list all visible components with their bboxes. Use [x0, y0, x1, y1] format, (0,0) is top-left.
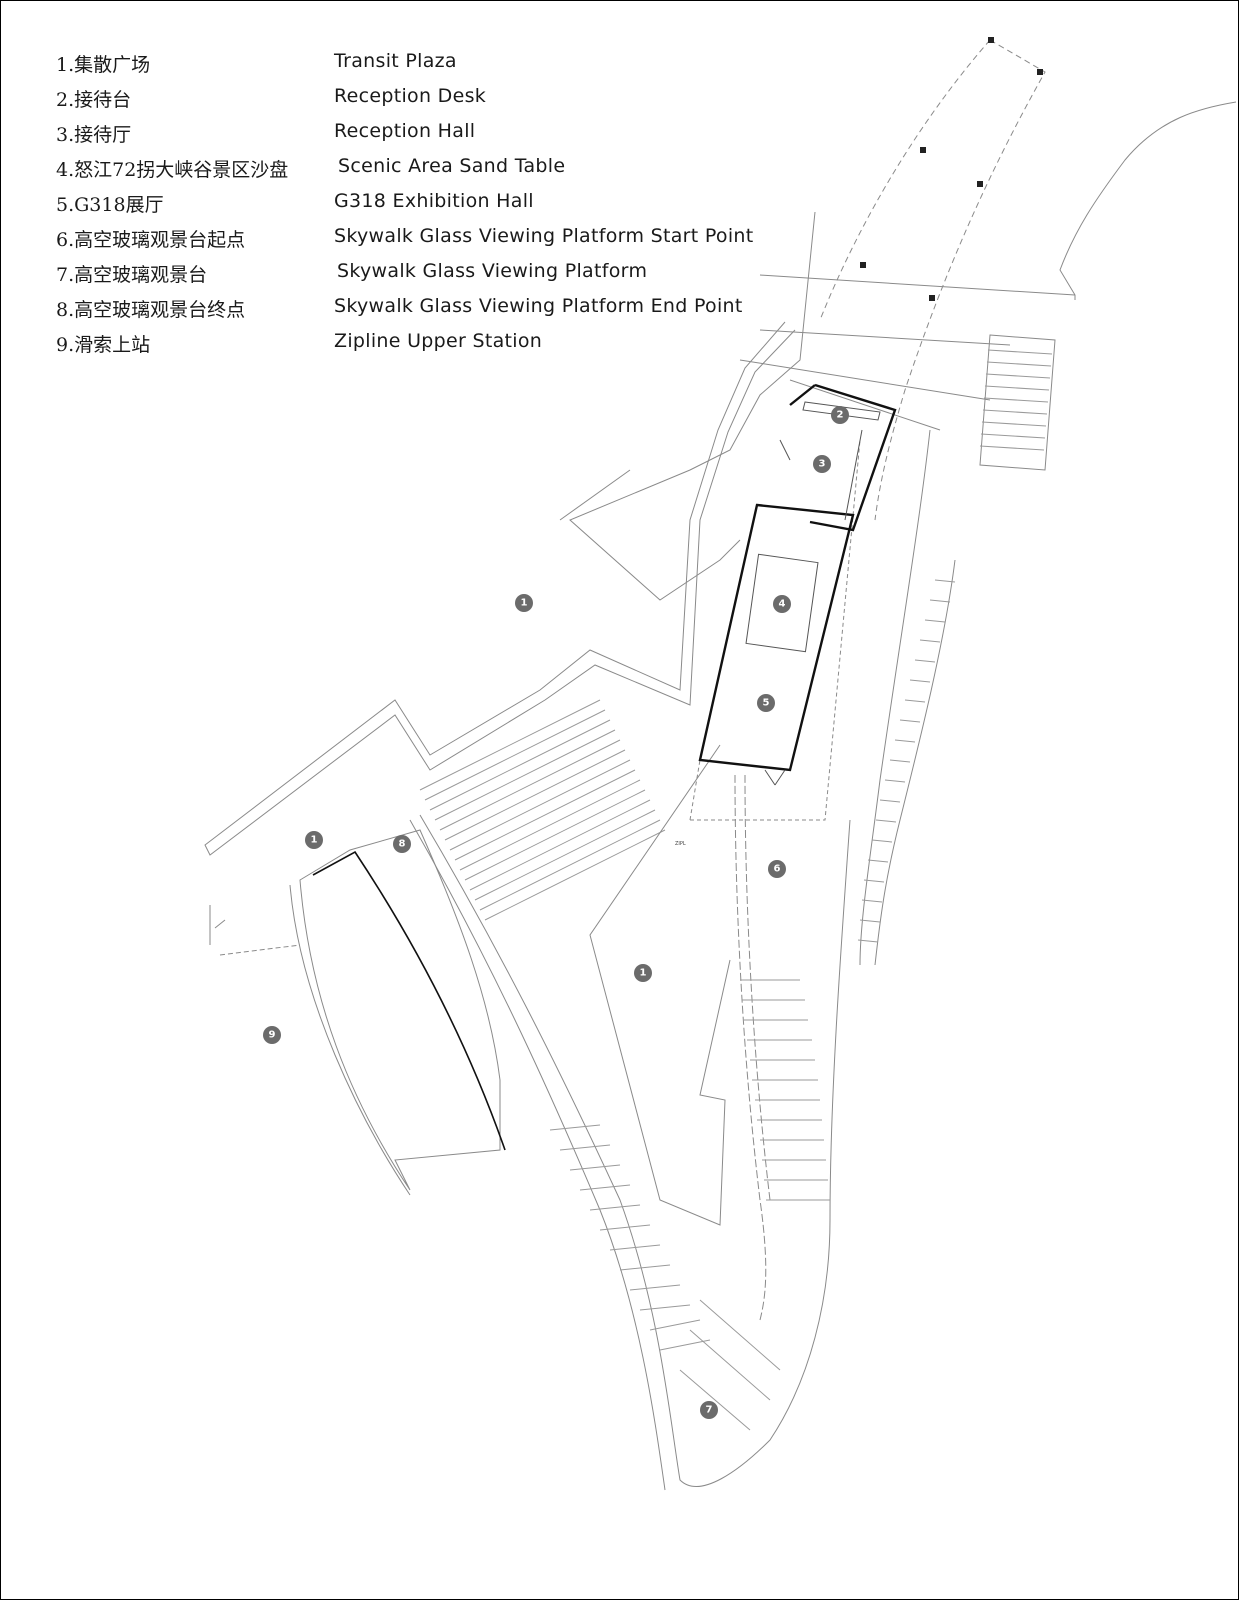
outer-wall — [204, 321, 796, 856]
road-edge — [739, 274, 1076, 431]
door-arc — [209, 905, 226, 945]
zipline-curve — [312, 850, 506, 1151]
terrain-contour — [1059, 101, 1237, 300]
legend-en-label: Scenic Area Sand Table — [338, 155, 566, 177]
column-icon — [1037, 69, 1043, 75]
marker-number: 9 — [269, 1030, 276, 1041]
marker-number: 8 — [399, 839, 406, 850]
legend-en-label: Skywalk Glass Viewing Platform Start Poi… — [334, 225, 754, 247]
legend-en-label: Transit Plaza — [334, 50, 457, 72]
legend-cn-label: 6.高空玻璃观景台起点 — [56, 229, 246, 251]
legend-cn-label: 1.集散广场 — [56, 54, 151, 76]
column-icon — [988, 37, 994, 43]
building-walls — [698, 383, 897, 772]
column-icon — [977, 181, 983, 187]
marker: 3 — [813, 455, 831, 473]
legend-cn-label: 7.高空玻璃观景台 — [56, 264, 208, 286]
marker: 5 — [757, 694, 775, 712]
walkway-steps — [549, 979, 830, 1431]
marker-number: 1 — [640, 968, 647, 979]
marker: 4 — [773, 595, 791, 613]
legend-en-label: G318 Exhibition Hall — [334, 190, 534, 212]
marker-number: 2 — [837, 410, 844, 421]
legend-cn-label: 2.接待台 — [56, 89, 132, 111]
marker: 1 — [515, 594, 533, 612]
reception-desk — [802, 401, 881, 421]
tiny-annotation: ZIPL — [675, 841, 686, 847]
marker: 8 — [393, 835, 411, 853]
site-boundary — [559, 469, 631, 521]
steps-hatch — [419, 699, 666, 921]
column-icon — [929, 295, 935, 301]
site-boundary — [569, 211, 816, 601]
legend-cn-label: 4.怒江72拐大峡谷景区沙盘 — [56, 159, 289, 181]
legend-cn-label: 3.接待厅 — [56, 124, 132, 146]
dashed-connector — [219, 944, 301, 956]
marker: 6 — [768, 860, 786, 878]
legend-en-label: Reception Hall — [334, 120, 476, 142]
dashed-axis-line — [874, 39, 1046, 521]
door-swing — [764, 439, 791, 786]
exhibition-hall-wall — [698, 503, 855, 772]
walkway-edge — [734, 774, 767, 1321]
walkway-edge — [409, 819, 666, 1491]
marker-number: 3 — [819, 459, 826, 470]
reception-hall-wall — [789, 384, 816, 406]
column-markers — [860, 37, 1043, 301]
marker: 2 — [831, 406, 849, 424]
legend-cn-label: 5.G318展厅 — [56, 194, 164, 216]
stair-block-treads — [979, 349, 1053, 451]
reception-hall-wall — [809, 383, 897, 532]
right-band-edge — [859, 429, 956, 966]
marker: 1 — [305, 831, 323, 849]
marker-number: 1 — [521, 598, 528, 609]
legend-cn-label: 9.滑索上站 — [56, 334, 151, 356]
marker: 9 — [263, 1026, 281, 1044]
marker-number: 1 — [311, 835, 318, 846]
legend-en-label: Skywalk Glass Viewing Platform End Point — [334, 295, 743, 317]
marker-number: 6 — [774, 864, 781, 875]
sand-table — [745, 553, 819, 653]
column-icon — [920, 147, 926, 153]
legend-cn-label: 8.高空玻璃观景台终点 — [56, 299, 246, 321]
zipline-edge — [289, 884, 411, 1196]
interior-partition — [844, 429, 863, 521]
walkway-edge — [744, 774, 771, 1201]
column-icon — [860, 262, 866, 268]
plaza-edge — [589, 744, 731, 1226]
legend-en-label: Skywalk Glass Viewing Platform — [337, 260, 648, 282]
marker-number: 5 — [763, 698, 770, 709]
marker-number: 4 — [779, 599, 786, 610]
walkway-edge — [419, 814, 851, 1487]
legend-en-label: Zipline Upper Station — [334, 330, 543, 352]
marker-number: 7 — [706, 1405, 713, 1416]
marker: 1 — [634, 964, 652, 982]
right-band-steps — [857, 579, 956, 943]
zipline-station-outline — [299, 829, 501, 1191]
dashed-axis-line — [819, 39, 991, 321]
marker: 7 — [700, 1401, 718, 1419]
legend-en-label: Reception Desk — [334, 85, 487, 107]
dashed-zone — [689, 439, 861, 821]
